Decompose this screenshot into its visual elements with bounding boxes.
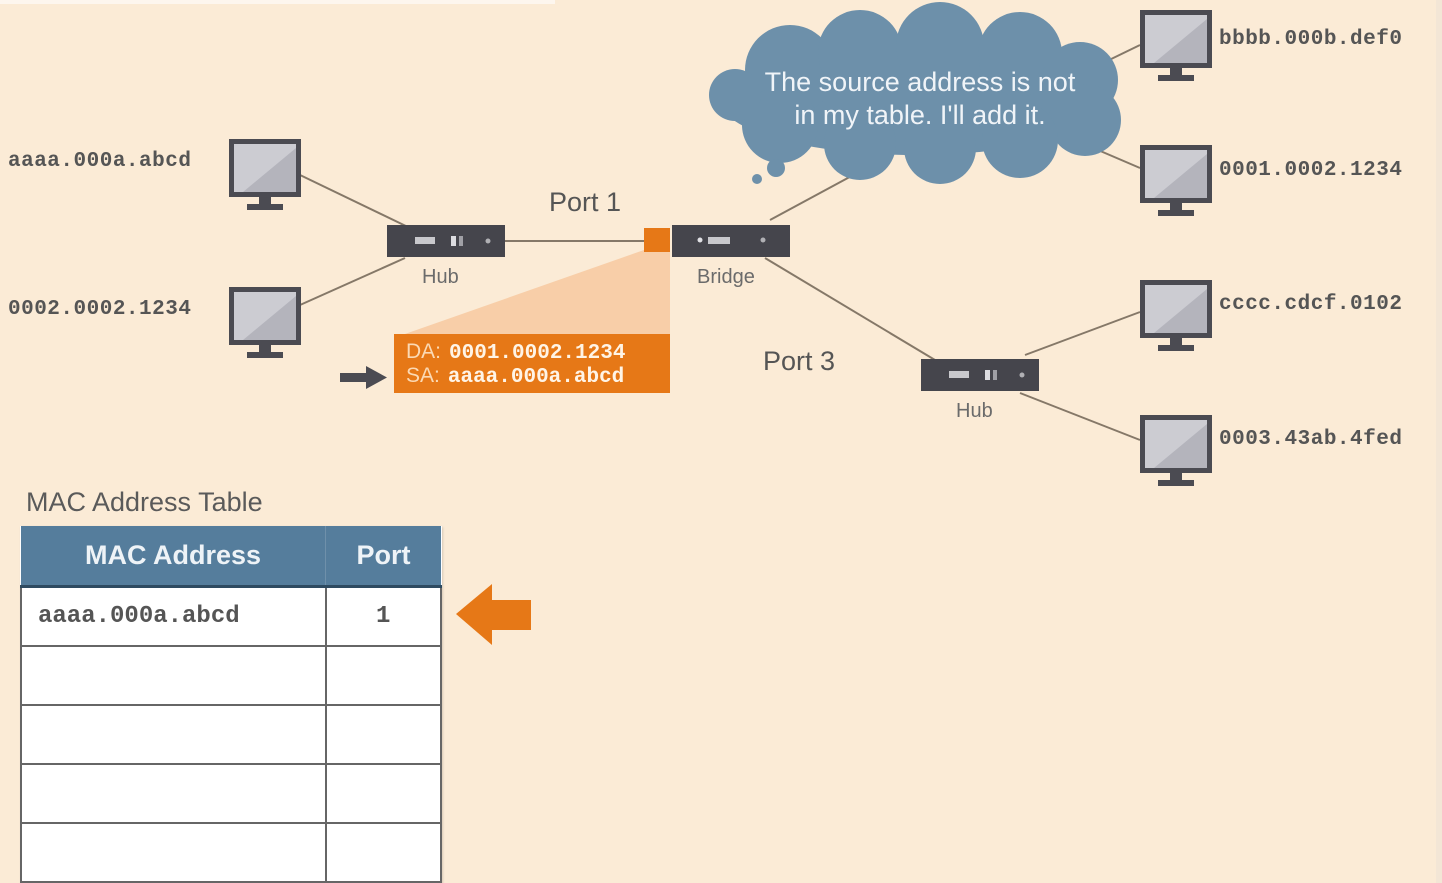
computer-icon (1140, 415, 1212, 486)
bridge-label: Bridge (697, 266, 755, 288)
column-header-port: Port (325, 526, 441, 588)
port3-label: Port 3 (763, 346, 836, 376)
table-row (20, 645, 442, 706)
mac-cell (20, 763, 327, 824)
hub-icon (387, 225, 505, 257)
port-cell (324, 763, 442, 824)
arrow-right-icon (340, 366, 387, 389)
top-edge-strip (0, 0, 555, 4)
mac-cell (20, 822, 327, 883)
mac-table-title: MAC Address Table (26, 487, 263, 517)
table-row (20, 822, 442, 883)
thought-line-1: The source address is not (764, 67, 1076, 97)
computer-icon (1140, 280, 1212, 351)
mac-address-table: MAC Address Port aaaa.000a.abcd 1 (20, 526, 442, 883)
hub-left-label: Hub (422, 266, 459, 288)
port1-indicator (644, 228, 670, 252)
thought-cloud (709, 2, 1121, 184)
hub-icon (921, 359, 1039, 391)
thought-bubble-text: The source address is not in my table. I… (730, 66, 1110, 132)
mac-cell (20, 704, 327, 765)
table-header-row: MAC Address Port (21, 526, 441, 588)
host-mac-label: bbbb.000b.def0 (1219, 28, 1403, 51)
mac-cell: aaaa.000a.abcd (20, 585, 327, 647)
right-edge-strip (1436, 0, 1442, 883)
frame-da-label: DA: (406, 340, 442, 363)
link-pc1-hub (299, 174, 411, 229)
frame-sa-value: aaaa.000a.abcd (447, 366, 625, 389)
frame-sa-label: SA: (406, 364, 440, 387)
bridge-icon (672, 225, 790, 257)
link-hub2-pc5 (1024, 311, 1141, 356)
link-cloud-pc4 (1097, 149, 1141, 169)
computer-icon (1140, 145, 1212, 216)
host-mac-label: 0003.43ab.4fed (1219, 428, 1403, 451)
table-row (20, 763, 442, 824)
computer-icon (1140, 10, 1212, 81)
frame-projection (405, 250, 670, 334)
frame-da-value: 0001.0002.1234 (449, 342, 626, 365)
host-mac-label: 0001.0002.1234 (1219, 159, 1403, 182)
port-cell (324, 704, 442, 765)
hub-right-label: Hub (956, 400, 993, 422)
thought-line-2: in my table. I'll add it. (794, 100, 1046, 130)
host-mac-label: aaaa.000a.abcd (8, 150, 192, 173)
frame-da-row: DA: 0001.0002.1234 (406, 340, 625, 365)
link-bridge-hub2 (764, 257, 936, 361)
port-cell (324, 645, 442, 706)
frame-sa-row: SA: aaaa.000a.abcd (406, 364, 624, 389)
arrow-left-icon (456, 584, 531, 645)
column-header-mac: MAC Address (21, 526, 326, 588)
port1-label: Port 1 (549, 187, 622, 217)
port-cell (324, 822, 442, 883)
host-mac-label: cccc.cdcf.0102 (1219, 293, 1403, 316)
mac-cell (20, 645, 327, 706)
table-row: aaaa.000a.abcd 1 (20, 585, 442, 647)
ethernet-frame: DA: 0001.0002.1234 SA: aaaa.000a.abcd (394, 334, 670, 393)
link-pc2-hub (299, 257, 406, 306)
table-row (20, 704, 442, 765)
host-mac-label: 0002.0002.1234 (8, 298, 192, 321)
computer-icon (229, 139, 301, 210)
computer-icon (229, 287, 301, 358)
link-hub2-pc6 (1019, 392, 1141, 441)
port-cell: 1 (324, 585, 442, 647)
